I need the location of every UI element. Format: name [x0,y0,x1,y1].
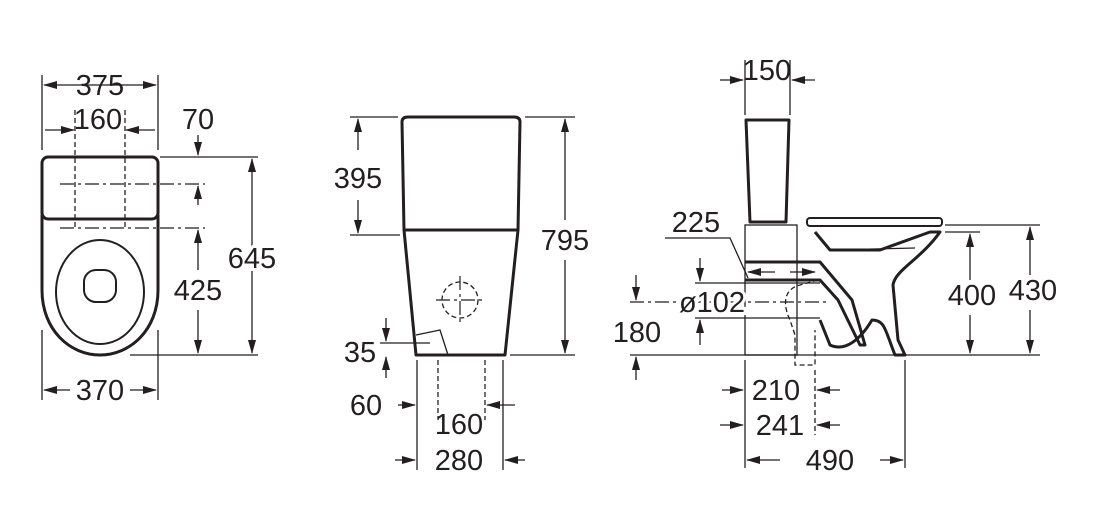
dim-430: 430 [1009,275,1057,307]
top-view: 375 160 70 645 425 370 [40,70,279,407]
dim-395: 395 [334,163,382,195]
dim-375: 375 [76,70,124,102]
dim-400: 400 [948,280,996,312]
dim-60: 60 [350,390,382,422]
dim-160-front: 160 [435,409,483,441]
dim-225: 225 [672,207,720,239]
dim-425: 425 [174,275,222,307]
dim-outlet-diameter: ø102 [679,287,745,319]
dim-280: 280 [435,445,483,477]
dim-150: 150 [743,55,791,87]
dim-160-top: 160 [74,104,122,136]
side-view: 150 225 ø102 180 400 430 210 241 490 [610,55,1060,477]
dim-180: 180 [613,317,661,349]
dim-795: 795 [541,225,589,257]
dim-70: 70 [182,104,214,136]
dim-370: 370 [76,375,124,407]
dim-241: 241 [756,410,804,442]
dim-490: 490 [806,445,854,477]
dim-645: 645 [228,243,276,275]
front-view: 395 795 35 60 160 280 [331,115,592,477]
dim-210: 210 [752,375,800,407]
dim-35: 35 [344,337,376,369]
